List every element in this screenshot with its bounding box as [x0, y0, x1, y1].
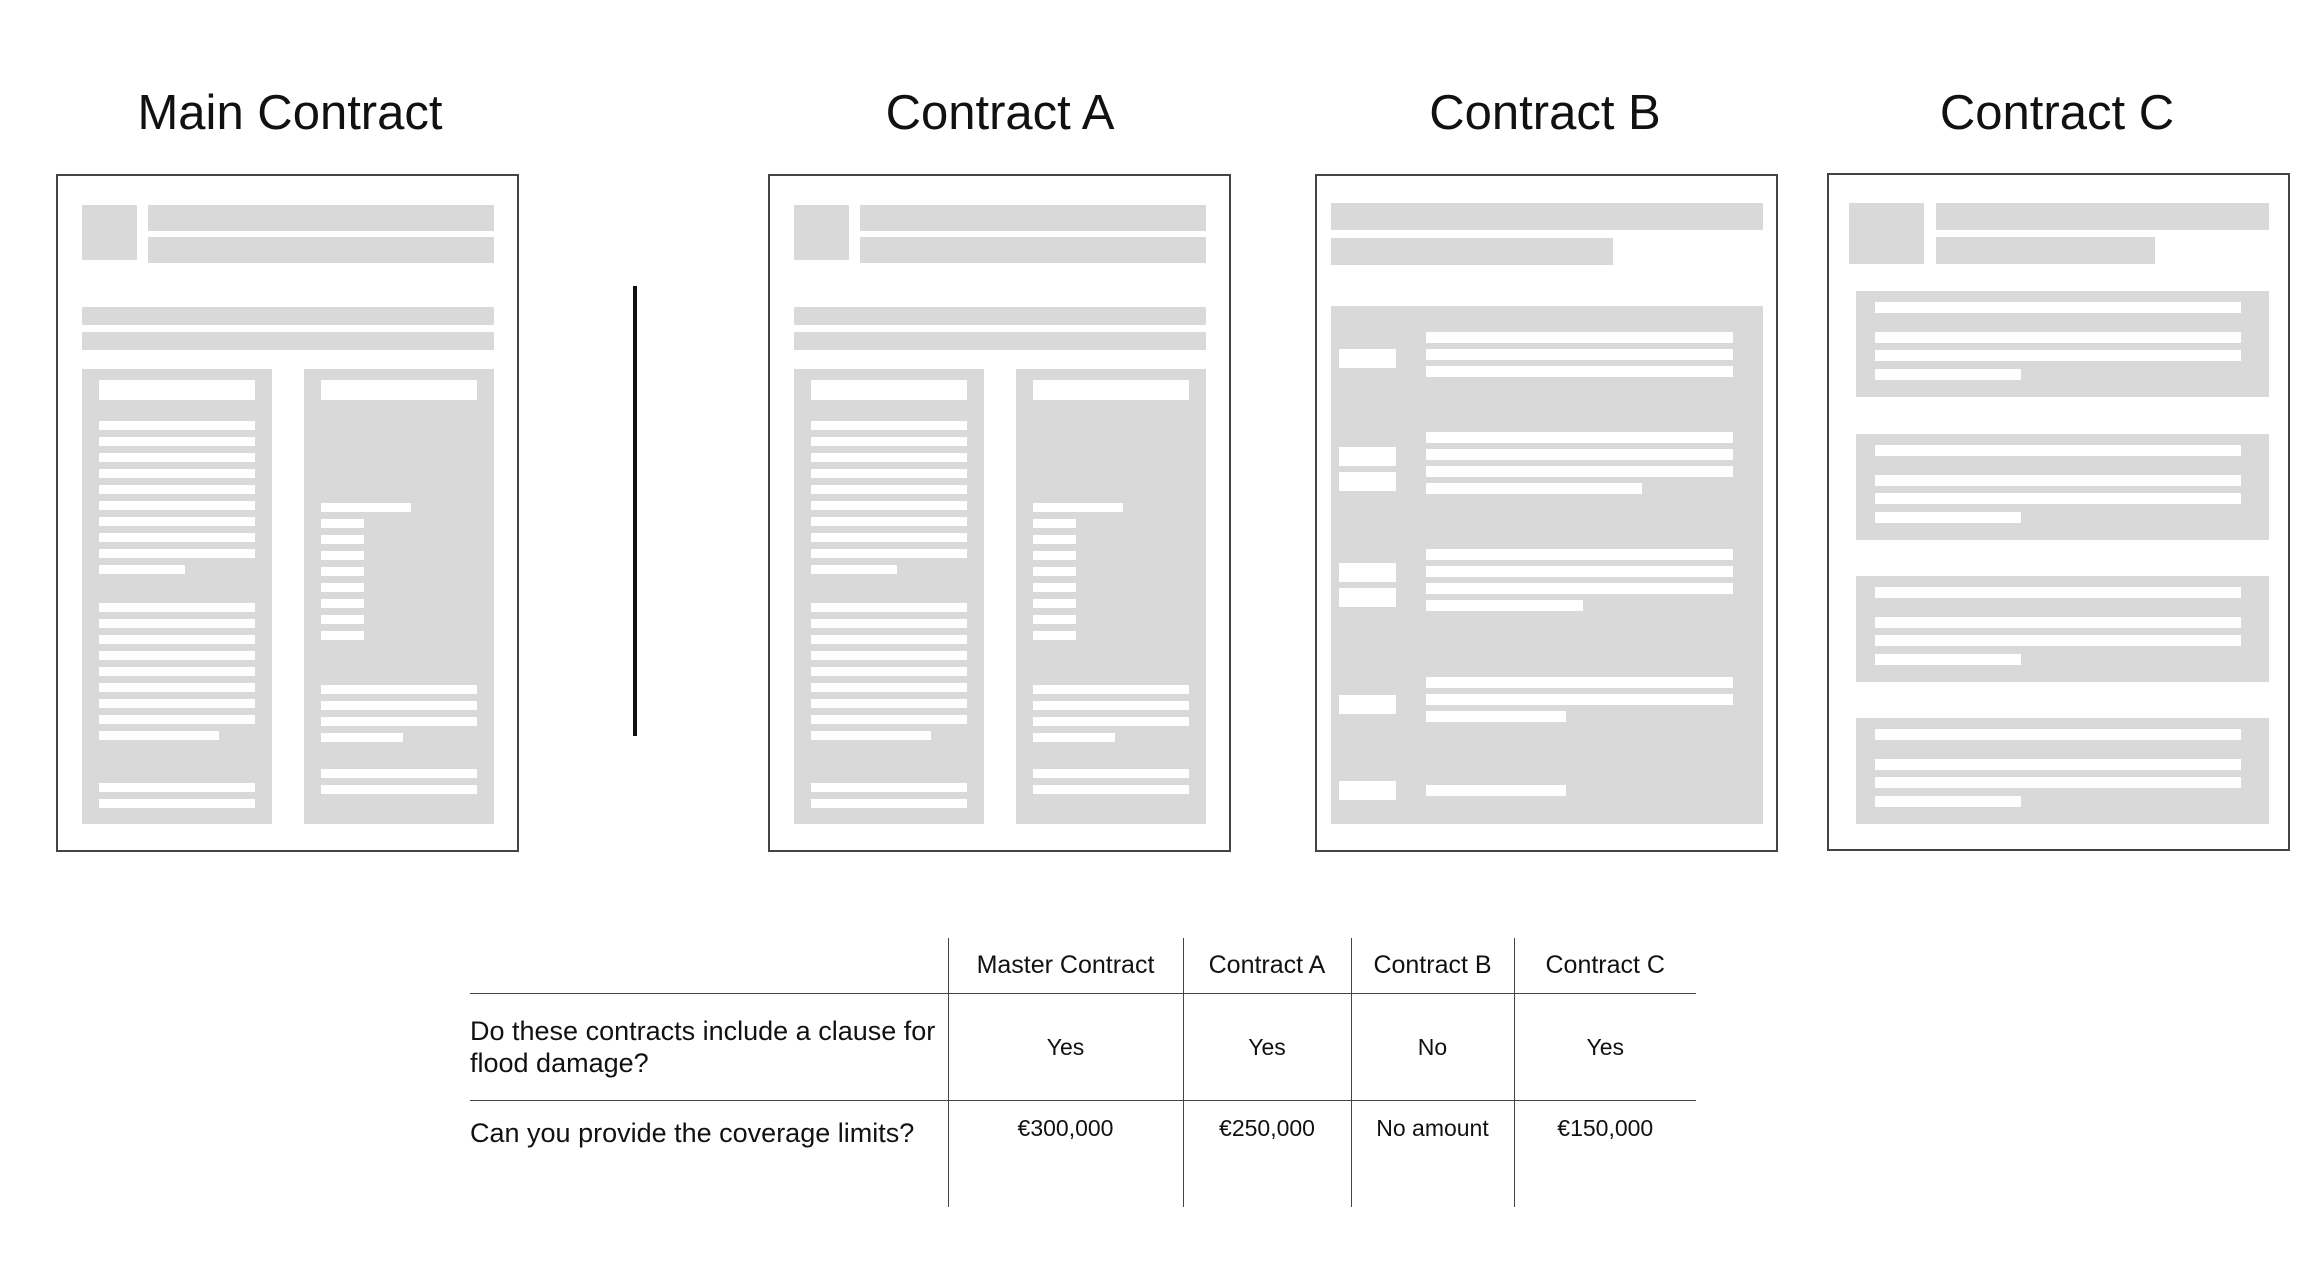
- header-empty-cell: [470, 938, 948, 994]
- document-title-b: Contract B: [1429, 86, 1661, 140]
- document-column-left: [794, 369, 984, 824]
- document-section-block: [1856, 291, 2269, 397]
- document-intro-line: [82, 307, 494, 325]
- document-intro-line: [794, 307, 1206, 325]
- question-cell: Can you provide the coverage limits?: [470, 1118, 915, 1148]
- comparison-table: Master Contract Contract A Contract B Co…: [470, 938, 1696, 1207]
- answer-cell: €150,000: [1513, 1100, 1696, 1207]
- document-body-panel: [1331, 306, 1763, 824]
- column-header: Contract C: [1513, 938, 1696, 994]
- document-header-line: [1936, 237, 2155, 264]
- table-row: Do these contracts include a clause for …: [470, 993, 1696, 1101]
- document-header-line: [148, 237, 494, 263]
- answer-cell: Yes: [947, 993, 1183, 1101]
- contract-b-document: [1315, 174, 1778, 852]
- document-title-a: Contract A: [885, 86, 1115, 140]
- answer-cell: €300,000: [947, 1100, 1183, 1207]
- document-header-line: [860, 205, 1206, 231]
- document-header-line: [1936, 203, 2269, 230]
- answer-cell: No: [1350, 993, 1514, 1101]
- answer-cell: €250,000: [1182, 1100, 1351, 1207]
- document-section-block: [1856, 576, 2269, 682]
- document-intro-line: [794, 332, 1206, 350]
- column-header: Master Contract: [947, 938, 1183, 994]
- document-logo-placeholder: [794, 205, 849, 260]
- document-logo-placeholder: [82, 205, 137, 260]
- main-contract-document: [56, 174, 519, 852]
- question-cell: Do these contracts include a clause for …: [470, 993, 948, 1101]
- column-header: Contract B: [1350, 938, 1514, 994]
- answer-cell: Yes: [1182, 993, 1351, 1101]
- document-section-block: [1856, 718, 2269, 824]
- answer-cell: No amount: [1350, 1100, 1514, 1207]
- document-title-main: Main Contract: [137, 86, 443, 140]
- document-logo-placeholder: [1849, 203, 1924, 264]
- document-title-c: Contract C: [1939, 86, 2175, 140]
- document-column-left: [82, 369, 272, 824]
- document-header-line: [1331, 203, 1763, 230]
- table-row: Can you provide the coverage limits? €30…: [470, 1100, 1696, 1207]
- document-intro-line: [82, 332, 494, 350]
- document-header-line: [1331, 238, 1613, 265]
- table-header-row: Master Contract Contract A Contract B Co…: [470, 938, 1696, 994]
- column-header: Contract A: [1182, 938, 1351, 994]
- document-column-right: [1016, 369, 1206, 824]
- vertical-divider: [633, 286, 637, 736]
- document-section-block: [1856, 434, 2269, 540]
- document-column-right: [304, 369, 494, 824]
- contract-a-document: [768, 174, 1231, 852]
- contract-c-document: [1827, 173, 2290, 851]
- answer-cell: Yes: [1513, 993, 1696, 1101]
- document-header-line: [860, 237, 1206, 263]
- document-header-line: [148, 205, 494, 231]
